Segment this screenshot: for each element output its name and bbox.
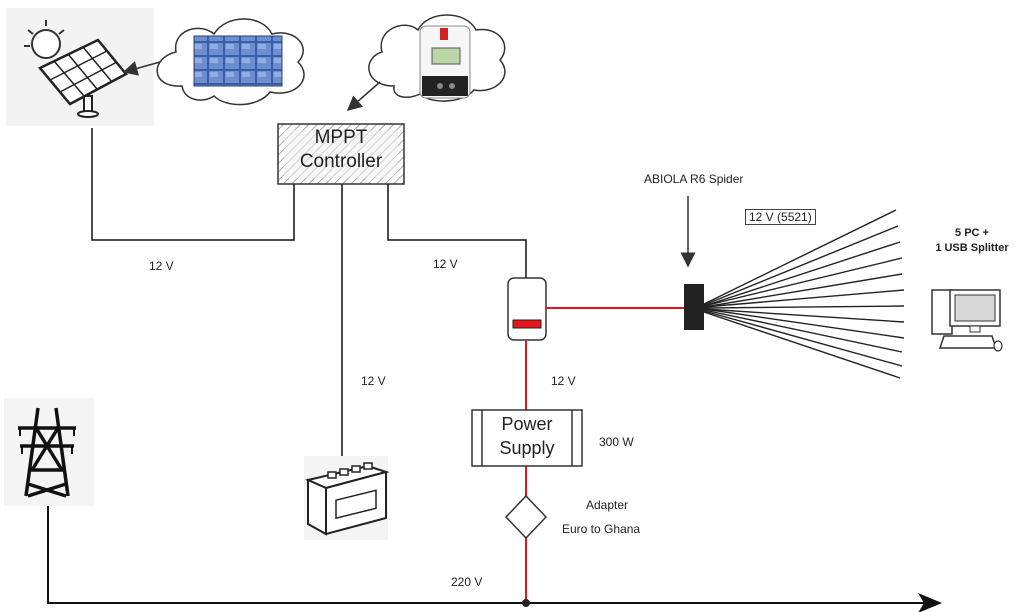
battery-icon <box>304 456 390 540</box>
controller-label-line1: MPPT <box>314 127 368 148</box>
pylon-icon <box>4 398 94 506</box>
load-label-line1: 5 PC + <box>955 227 989 239</box>
controller-photo-cloud <box>368 14 506 102</box>
controller-label: MPPT Controller <box>278 126 404 174</box>
power-lines <box>525 307 684 603</box>
mains-junction <box>522 599 530 607</box>
supply-voltage-label: 12 V <box>551 374 576 388</box>
supply-power-label: 300 W <box>599 435 634 449</box>
spider-connector-label: 12 V (5521) <box>745 209 816 225</box>
spider-cables <box>703 209 905 379</box>
battery-voltage-label: 12 V <box>361 374 386 388</box>
spider-name-label: ABIOLA R6 Spider <box>644 172 744 186</box>
splitter-box <box>507 277 547 341</box>
mains-voltage-label: 220 V <box>451 575 483 589</box>
load-label-line2: 1 USB Splitter <box>935 242 1009 254</box>
panel-voltage-label: 12 V <box>149 259 174 273</box>
adapter-diamond <box>504 494 548 540</box>
power-supply-label-line2: Supply <box>499 438 555 458</box>
adapter-label-line1: Adapter <box>586 498 629 512</box>
panel-photo-cloud <box>156 18 305 106</box>
solar-panel-icon <box>6 8 154 126</box>
dc-wiring <box>91 128 527 456</box>
mains-line <box>47 505 942 612</box>
power-supply-label-line1: Power <box>501 414 553 434</box>
controller-out-voltage-label: 12 V <box>433 257 458 271</box>
adapter-label-line2: Euro to Ghana <box>562 522 641 536</box>
power-supply-label: Power Supply <box>472 412 582 460</box>
controller-label-line2: Controller <box>299 151 383 172</box>
load-label: 5 PC + 1 USB Splitter <box>926 226 1018 256</box>
spider-connector <box>684 284 704 330</box>
power-supply-box <box>471 409 583 467</box>
computer-icon <box>931 289 1003 352</box>
